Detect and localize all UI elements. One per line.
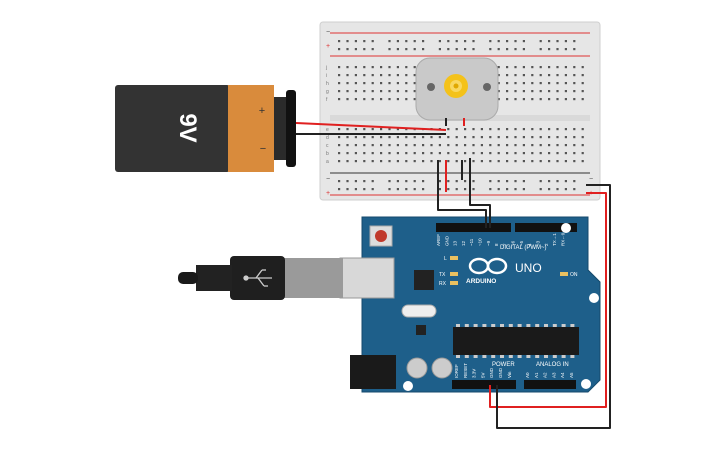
row-letter: d xyxy=(326,135,329,141)
pin-label: 5V xyxy=(480,372,485,378)
battery-minus-label: − xyxy=(260,143,266,155)
pin-label: ~10 xyxy=(478,238,483,246)
digital-header-label: DIGITAL (PWM~) xyxy=(500,245,547,251)
battery-plus-label: + xyxy=(259,105,265,117)
usb-cable[interactable] xyxy=(178,256,343,300)
arduino-brand: ARDUINO xyxy=(466,278,496,285)
row-letter: a xyxy=(326,159,329,165)
pin-label: IOREF xyxy=(454,364,459,378)
rail-minus-label: − xyxy=(326,176,330,183)
pin-label: RX←0 xyxy=(561,232,566,246)
microcontroller-pins xyxy=(456,324,575,358)
pin-label: 2 xyxy=(544,243,549,246)
rail-plus-label: + xyxy=(326,190,330,197)
row-letter: e xyxy=(326,127,329,133)
pin-label: GND xyxy=(489,367,494,378)
gear-icon xyxy=(444,74,468,98)
row-letter: f xyxy=(326,97,328,103)
row-letter: c xyxy=(326,143,329,149)
power-header-label: POWER xyxy=(492,362,515,368)
pin-label: ~5 xyxy=(519,240,524,246)
on-led-label: ON xyxy=(570,272,578,278)
pin-label: Vin xyxy=(507,371,512,378)
pin-label: 3.3V xyxy=(472,369,477,378)
rail-minus-label-right: − xyxy=(589,176,593,183)
pin-label: A0 xyxy=(525,372,530,378)
power-rail-top xyxy=(338,40,576,51)
wire-motor-to-pin10 xyxy=(469,158,491,228)
pin-label: ~11 xyxy=(469,238,474,246)
pin-label: TX→1 xyxy=(552,233,557,246)
pin-label: ~3 xyxy=(536,240,541,246)
wire-5v-to-rail xyxy=(489,192,607,408)
power-rail-bottom xyxy=(338,180,576,191)
pin-label: ~9 xyxy=(486,240,491,246)
row-letter: b xyxy=(326,151,329,157)
pin-label: 12 xyxy=(461,240,466,246)
pin-label: AREF xyxy=(436,234,441,246)
pin-label: ~6 xyxy=(511,240,516,246)
rail-top-plus-label: + xyxy=(326,43,330,50)
pin-label: 4 xyxy=(527,243,532,246)
rail-top-minus-label: − xyxy=(326,29,330,36)
pin-label: A5 xyxy=(569,372,574,378)
wire-battery-positive xyxy=(295,122,447,131)
row-letter: g xyxy=(326,89,329,95)
wire-breadboard-to-pin9 xyxy=(437,160,487,228)
analog-header-label: ANALOG IN xyxy=(536,362,569,368)
pin-label: A4 xyxy=(560,372,565,378)
arduino-model: UNO xyxy=(515,261,542,275)
row-letter: h xyxy=(326,81,329,87)
dc-motor[interactable] xyxy=(415,57,499,126)
battery-9v[interactable]: 9V + − xyxy=(115,85,296,172)
rx-led-label: RX xyxy=(439,281,447,287)
tx-led-label: TX xyxy=(439,272,446,278)
pin-label: 13 xyxy=(453,240,458,246)
pin-label: 7 xyxy=(502,243,507,246)
arduino-logo xyxy=(468,257,508,275)
row-letter: j xyxy=(325,65,327,71)
pin-label: 8 xyxy=(494,243,499,246)
pin-label: A3 xyxy=(551,372,556,378)
l-led-label: L xyxy=(444,256,447,262)
pin-label: GND xyxy=(498,367,503,378)
wire-gnd-to-rail xyxy=(496,184,611,429)
pin-label: A1 xyxy=(534,372,539,378)
wires[interactable] xyxy=(295,122,611,429)
pin-label: RESET xyxy=(463,363,468,378)
pin-label: A2 xyxy=(543,372,548,378)
pin-label: GND xyxy=(444,235,449,246)
row-letter: i xyxy=(326,73,327,79)
battery-label: 9V xyxy=(174,113,201,142)
usb-icon xyxy=(243,269,272,287)
